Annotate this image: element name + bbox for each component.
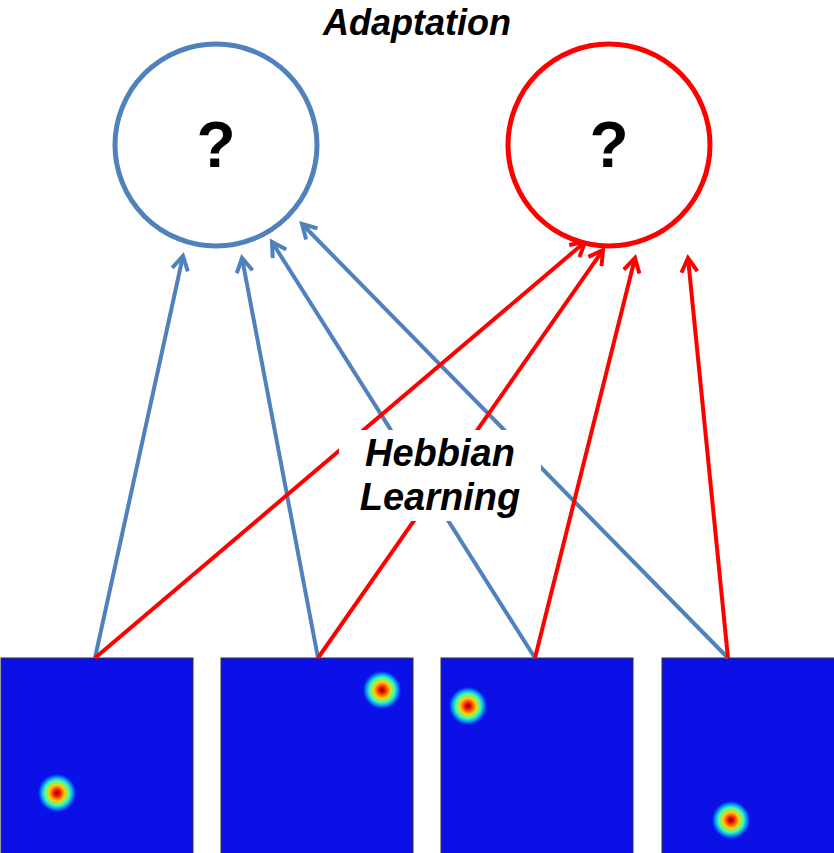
synapse-arrow bbox=[302, 224, 728, 658]
circle-outline-shape bbox=[508, 44, 710, 246]
neuron-circle: ? bbox=[505, 41, 713, 249]
place-field-maps bbox=[1, 658, 834, 853]
place-field-blob bbox=[37, 773, 77, 813]
place-field-map bbox=[221, 658, 413, 853]
synapse-arrows bbox=[95, 224, 728, 658]
circle-outline-shape bbox=[115, 44, 317, 246]
annotation-label: Hebbian Learning bbox=[339, 430, 541, 521]
neuron-circle: ? bbox=[112, 41, 320, 249]
place-field-map bbox=[1, 658, 193, 853]
synapse-arrow bbox=[318, 250, 603, 658]
place-field-map bbox=[441, 658, 633, 853]
place-field-blob bbox=[362, 670, 402, 710]
place-field-blob bbox=[448, 686, 488, 726]
synapse-arrow bbox=[95, 256, 183, 658]
synapse-arrow bbox=[242, 258, 318, 658]
synapse-arrow bbox=[95, 242, 585, 658]
node-label: ? bbox=[589, 113, 628, 177]
node-label: ? bbox=[196, 113, 235, 177]
synapse-arrow bbox=[535, 258, 635, 658]
place-field-map bbox=[662, 658, 834, 853]
synapse-arrow bbox=[688, 258, 728, 658]
diagram-title: Adaptation bbox=[323, 2, 511, 44]
place-field-blob bbox=[711, 800, 751, 840]
